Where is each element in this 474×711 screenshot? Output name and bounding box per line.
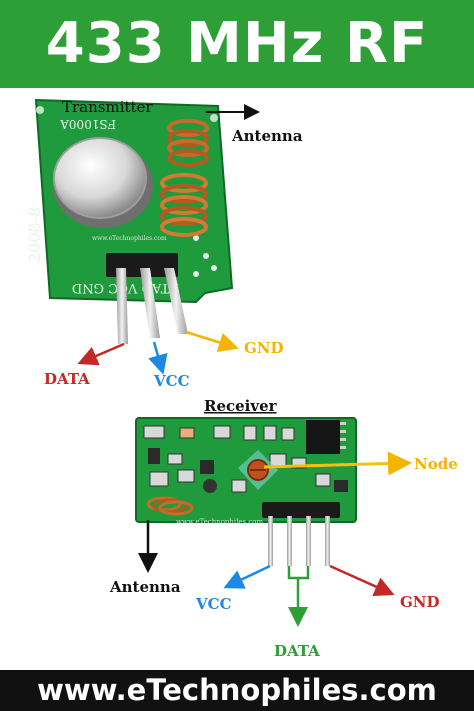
receiver-antenna-coil-icon	[146, 496, 194, 516]
transmitter-pin-header	[106, 253, 188, 344]
receiver-antenna-label: Antenna	[109, 578, 181, 596]
receiver-vcc-arrow	[223, 564, 271, 589]
crystal-oscillator-icon	[53, 137, 153, 228]
transmitter-gnd-arrow	[185, 330, 239, 353]
receiver-pin-header	[262, 502, 340, 566]
footer-url: www.eTechnophiles.com	[37, 673, 437, 707]
receiver-vcc-label: VCC	[195, 595, 232, 613]
transmitter-vcc-label: VCC	[153, 372, 190, 390]
receiver-board-url: www.eTechnophiles.com	[176, 518, 263, 526]
transmitter-heading: Transmitter	[62, 98, 153, 116]
receiver-inductor-node-icon	[238, 450, 278, 490]
receiver-data-bracket	[287, 566, 310, 580]
receiver-data-label: DATA	[274, 642, 320, 660]
antenna-coil-icon	[160, 119, 209, 237]
receiver-ic-chip-icon	[306, 420, 346, 454]
receiver-node-arrow	[263, 451, 412, 476]
transmitter-board-url: www.eTechnophiles.com	[92, 235, 167, 242]
transmitter-vcc-arrow	[148, 341, 168, 375]
transmitter-model-text: FS1000A	[60, 117, 116, 131]
transmitter-date-text: 2008-8	[25, 207, 44, 263]
receiver-heading: Receiver	[204, 397, 278, 415]
transmitter-module: FS1000A 2008-8 ATAD VCC GND www.eTechnop…	[25, 98, 303, 390]
footer-bar	[0, 670, 474, 711]
receiver-node-label: Node	[414, 455, 458, 473]
receiver-gnd-arrow	[329, 564, 395, 596]
receiver-module: Receiver	[109, 397, 458, 660]
title-banner	[0, 0, 474, 88]
transmitter-gnd-label: GND	[244, 339, 284, 357]
transmitter-data-label: DATA	[44, 370, 90, 388]
module-diagram: FS1000A 2008-8 ATAD VCC GND www.eTechnop…	[25, 98, 458, 660]
receiver-gnd-label: GND	[400, 593, 440, 611]
page-title: 433 MHz RF	[45, 11, 429, 76]
transmitter-antenna-label: Antenna	[231, 127, 303, 145]
transmitter-data-arrow	[77, 342, 125, 366]
